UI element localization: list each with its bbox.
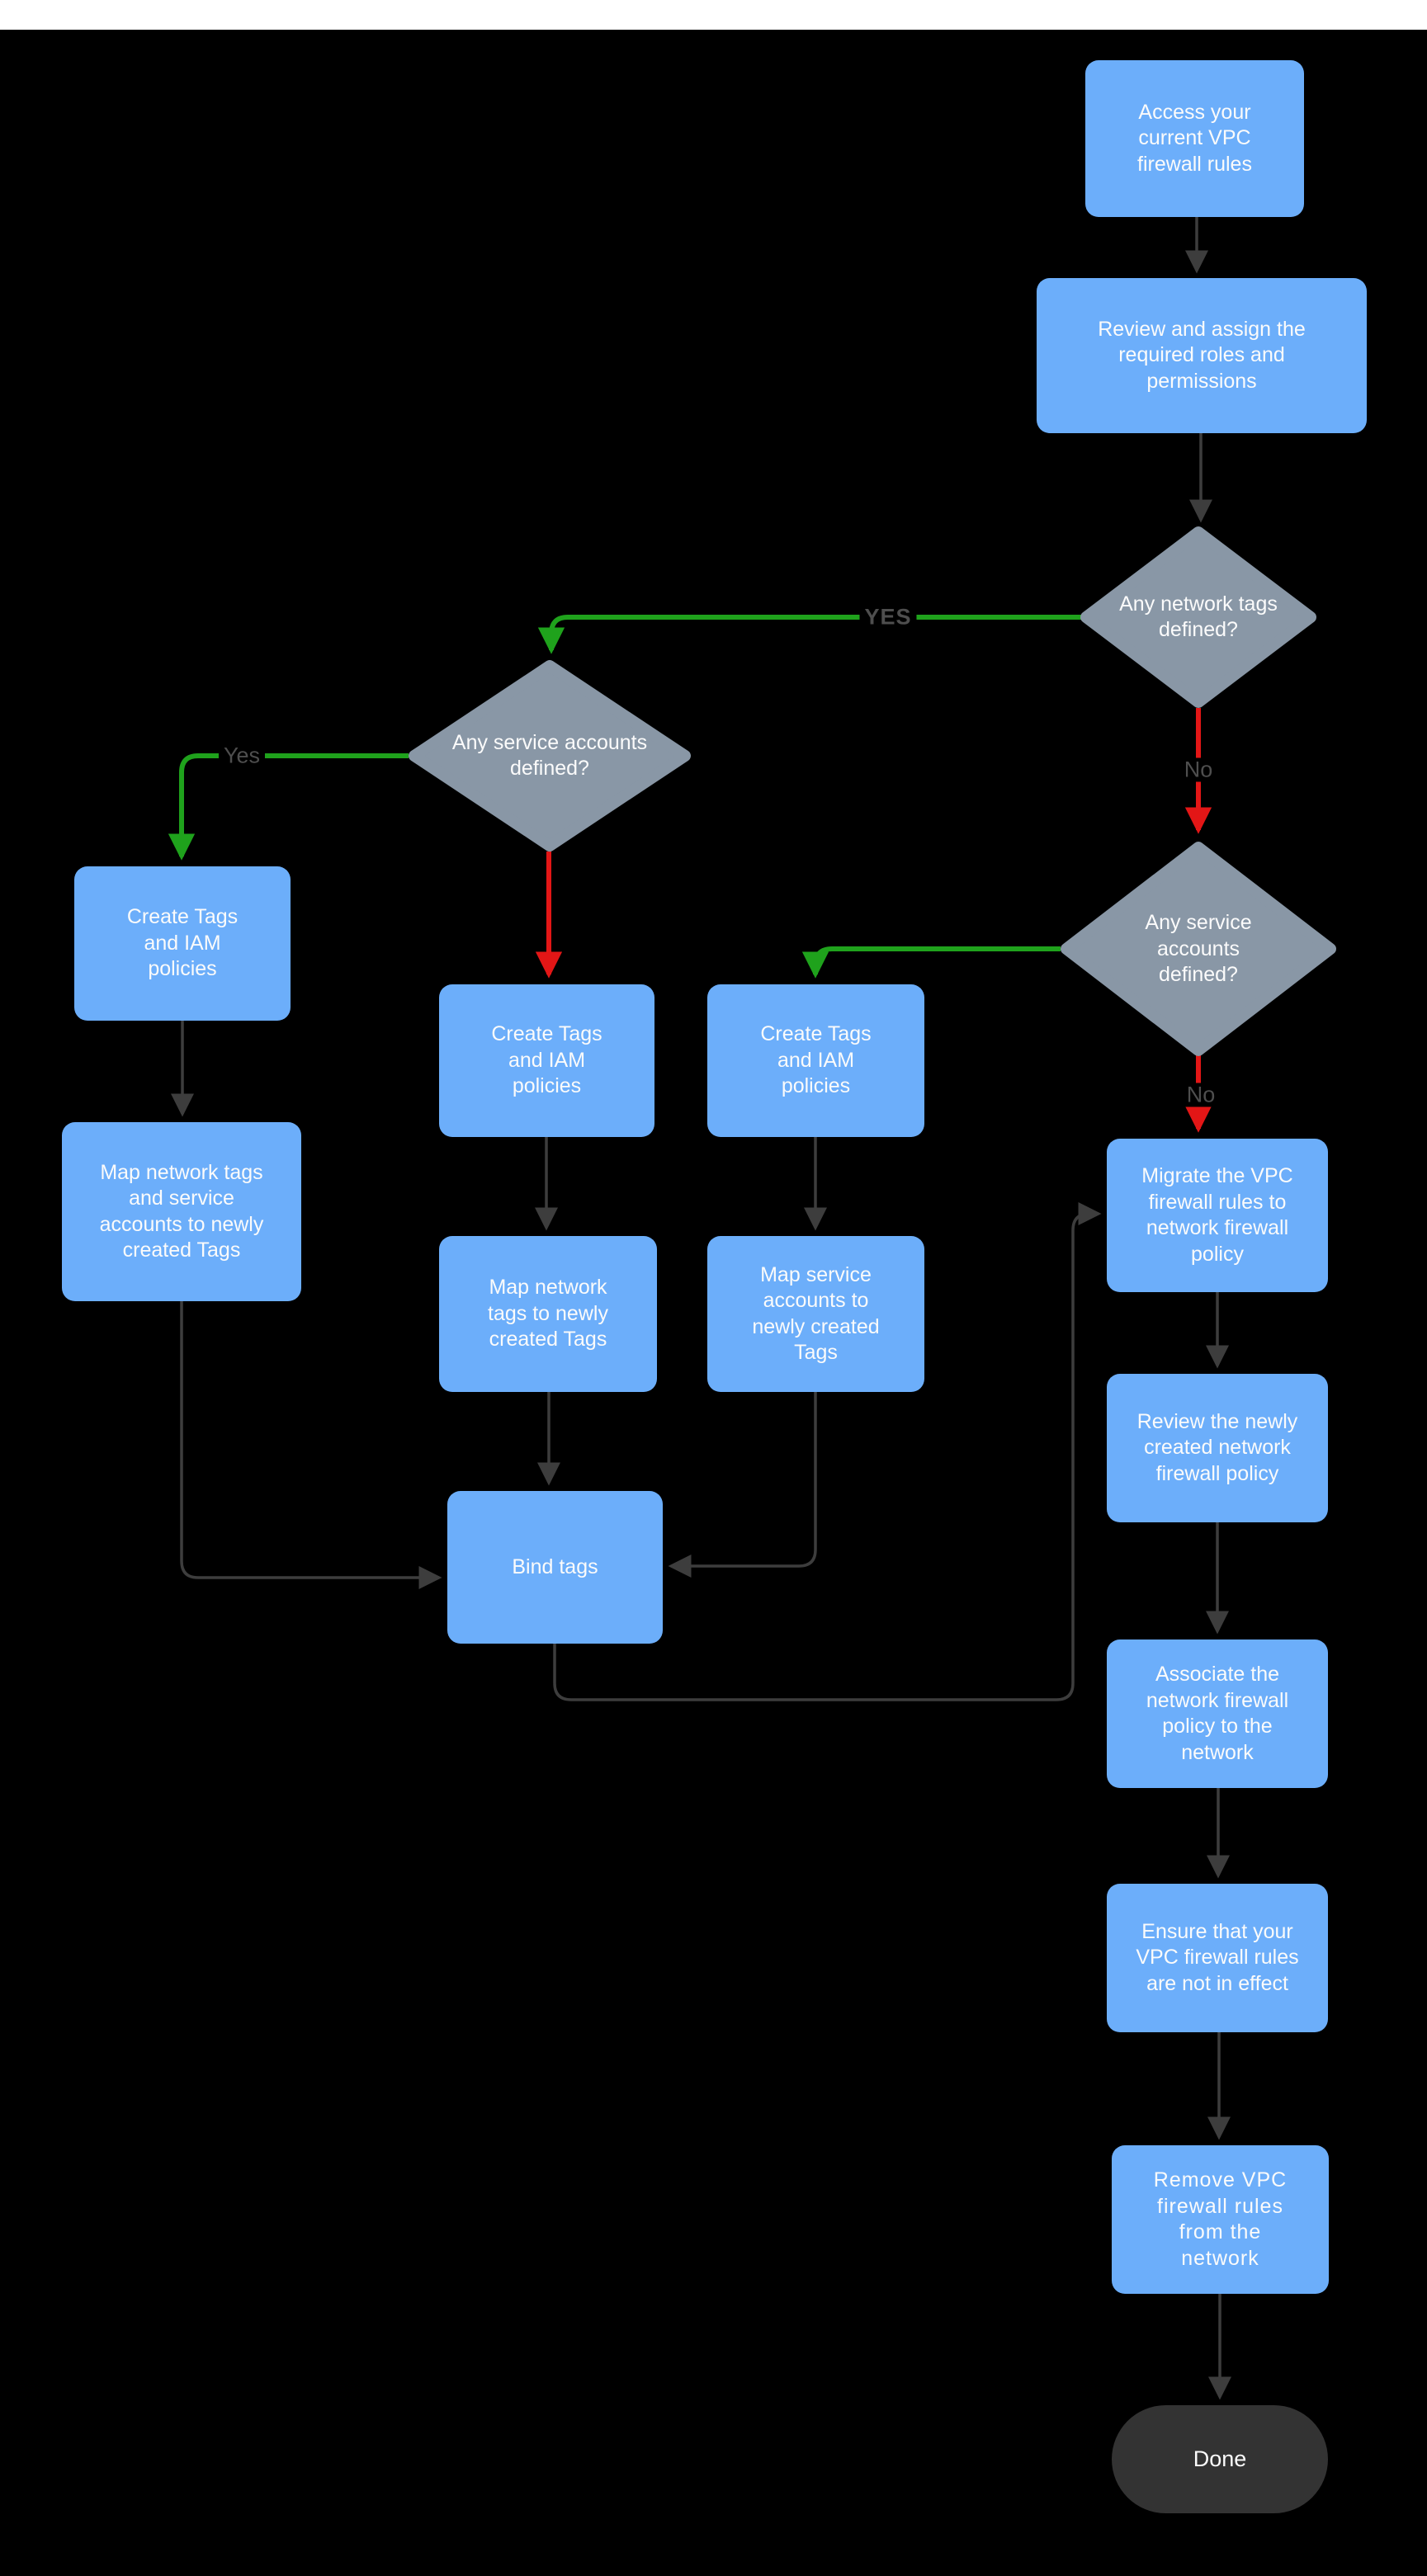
node-done: Done [1112, 2405, 1328, 2513]
decision-network-tags-label: Any network tags defined? [1119, 592, 1278, 642]
top-white-bar [0, 0, 1427, 30]
edge-yes-decision3-to-create-right [801, 946, 1061, 979]
node-map-service-accounts: Map service accounts to newly created Ta… [707, 1236, 924, 1392]
node-ensure: Ensure that your VPC firewall rules are … [1107, 1884, 1328, 2032]
edge-map-right-to-bind [668, 1392, 817, 1578]
decision-service-accounts-left-shape [409, 660, 691, 852]
node-create-tags-left: Create Tags and IAM policies [74, 866, 291, 1021]
node-review-roles: Review and assign the required roles and… [1037, 278, 1367, 433]
node-create-tags-mid: Create Tags and IAM policies [439, 984, 654, 1137]
node-bind-tags: Bind tags [447, 1491, 663, 1644]
edge-label-yes-service-accounts: Yes [218, 743, 266, 768]
edge-label-no-network-tags: No [1179, 757, 1218, 782]
node-access-vpc-rules: Access your current VPC firewall rules [1085, 60, 1304, 217]
node-remove: Remove VPC firewall rules from the netwo… [1112, 2145, 1329, 2294]
node-review-policy: Review the newly created network firewal… [1107, 1374, 1328, 1522]
decision-service-accounts-left-label: Any service accounts defined? [451, 730, 648, 781]
decision-network-tags-shape [1080, 526, 1316, 708]
edge-label-yes-network-tags: YES [859, 605, 917, 630]
edge-label-no-service-accounts: No [1181, 1083, 1221, 1107]
node-associate: Associate the network firewall policy to… [1107, 1639, 1328, 1788]
decision-service-accounts-right-label: Any service accounts defined? [1145, 911, 1252, 987]
node-map-network-tags: Map network tags to newly created Tags [439, 1236, 657, 1392]
edge-map-left-to-bind [180, 1301, 442, 1589]
node-migrate: Migrate the VPC firewall rules to networ… [1107, 1139, 1328, 1292]
decision-service-accounts-right-shape [1061, 842, 1336, 1056]
edge-yes-decision2-to-create-left [168, 753, 409, 861]
edge-bind-to-migrate [553, 1202, 1102, 1701]
node-map-network-service: Map network tags and service accounts to… [62, 1122, 301, 1301]
node-create-tags-right: Create Tags and IAM policies [707, 984, 924, 1137]
edge-yes-decision1-to-decision2 [537, 615, 1081, 654]
